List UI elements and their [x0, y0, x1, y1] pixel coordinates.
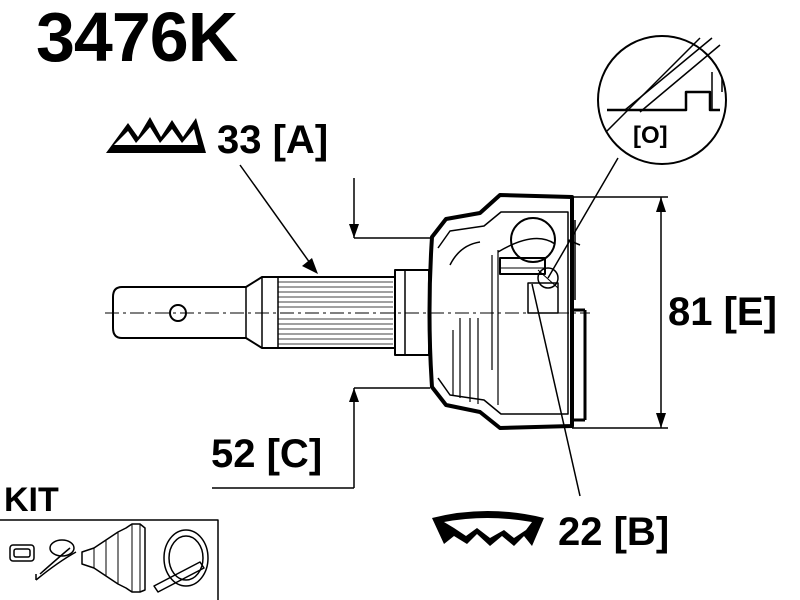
dimension-b-label: 22 [B]: [558, 510, 670, 554]
detail-o-label: [O]: [633, 122, 668, 149]
dimension-e-label: 81 [E]: [668, 290, 777, 334]
part-number: 3476K: [36, 0, 238, 76]
kit-circlip: [9, 544, 35, 562]
dimension-a-label: 33 [A]: [217, 118, 329, 162]
kit-small-clamp: [35, 539, 77, 581]
kit-boot: [81, 523, 146, 593]
cross-hole: [169, 304, 187, 322]
leader-b: [531, 283, 581, 497]
kit-large-clamp: [153, 529, 209, 593]
ball-bearing: [510, 217, 556, 263]
bell-housing: [427, 193, 587, 430]
dimension-e-lines: [572, 196, 668, 429]
thread-callout-circle: [537, 267, 559, 289]
leader-detail: [547, 157, 619, 279]
detail-o-magnifier: [597, 35, 727, 165]
dimension-c-label: 52 [C]: [211, 432, 323, 476]
kit-frame: [0, 519, 219, 600]
spline-symbol-a: [106, 117, 206, 153]
arrow-a: [302, 258, 318, 274]
shaft-splines: [278, 281, 393, 345]
dimension-c-lines: [212, 178, 430, 489]
spline-symbol-b: [432, 511, 544, 546]
kit-label: KIT: [4, 481, 59, 519]
leader-a: [239, 164, 316, 271]
